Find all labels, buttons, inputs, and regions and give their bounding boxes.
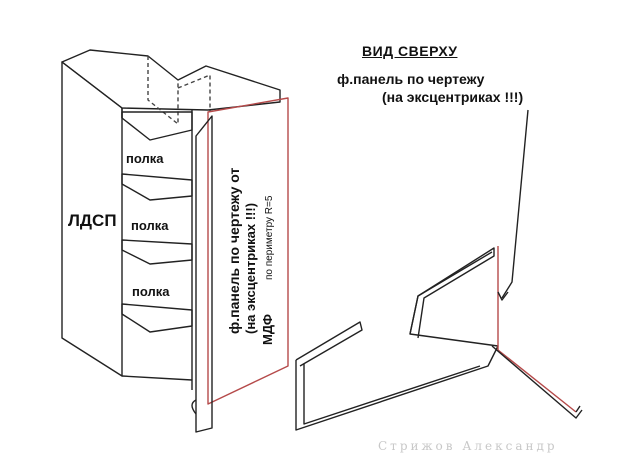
shelf-3 <box>121 239 193 265</box>
plan-front-panel-2 <box>491 345 583 419</box>
plan-step-2 <box>409 247 495 339</box>
front-door-fold <box>195 115 213 433</box>
label-ldsp: ЛДСП <box>68 211 117 230</box>
shelf-1 <box>121 111 193 141</box>
vertical-note-line2: (на эксцентриках !!!) <box>243 202 258 334</box>
cabinet-bottom <box>121 375 193 390</box>
plan-end-tick <box>575 405 581 413</box>
shelf-2 <box>121 173 193 201</box>
leader-arrowhead <box>497 291 509 301</box>
plan-front-panel <box>497 246 577 413</box>
vertical-note-mdf: МДФ <box>260 313 275 345</box>
label-shelf-1: полка <box>126 151 164 166</box>
vertical-note-perimeter: по периметру R=5 <box>264 195 275 280</box>
cabinet-back-dashed-2 <box>177 74 211 112</box>
leader-line <box>501 109 529 299</box>
plan-outline <box>295 251 499 431</box>
door-hinge <box>191 399 197 415</box>
plan-outline-inner <box>303 364 481 425</box>
front-panel-note-line2: (на эксцентриках !!!) <box>382 89 524 105</box>
shelf-4 <box>121 303 193 333</box>
plan-step-1 <box>295 321 363 367</box>
author-watermark: Стрижов Александр <box>378 439 558 453</box>
cabinet-back-dashed <box>147 56 179 125</box>
label-shelf-3: полка <box>132 284 170 299</box>
cabinet-top <box>61 49 281 111</box>
vertical-note-line1: ф.панель по чертежу от <box>226 167 242 334</box>
top-view-title: ВИД СВЕРХУ <box>362 43 458 59</box>
front-panel-note-line1: ф.панель по чертежу <box>337 71 485 87</box>
front-door <box>207 97 289 405</box>
label-shelf-2: полка <box>131 218 169 233</box>
